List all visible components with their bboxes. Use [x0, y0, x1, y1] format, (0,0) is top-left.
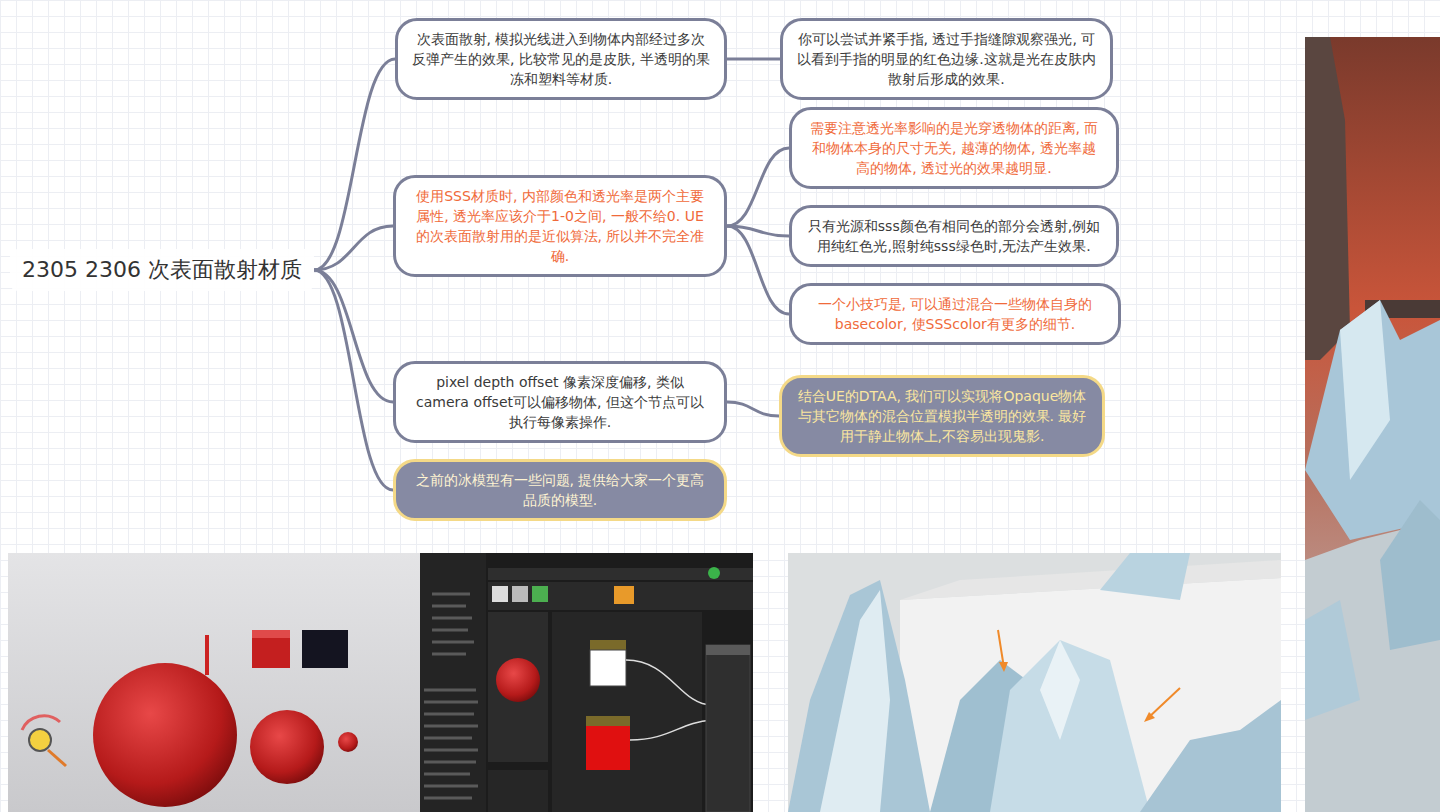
topic-text: 只有光源和sss颜色有相同色的部分会透射,例如用纯红色光,照射纯sss绿色时,无… — [806, 216, 1102, 256]
topic-box: pixel depth offset 像素深度偏移, 类似camera offs… — [393, 361, 727, 443]
ice-screenshot — [788, 553, 1281, 812]
branch-line — [314, 59, 395, 270]
topic-box: 之前的冰模型有一些问题, 提供给大家一个更高品质的模型. — [393, 459, 727, 521]
branch-line — [314, 270, 393, 490]
topic-text: 之前的冰模型有一些问题, 提供给大家一个更高品质的模型. — [410, 470, 710, 510]
ice-scene-screenshot — [1305, 37, 1440, 812]
topic-text: 2305 2306 次表面散射材质 — [22, 255, 302, 285]
topic-text: 次表面散射, 模拟光线进入到物体内部经过多次反弹产生的效果, 比较常见的是皮肤,… — [412, 29, 710, 89]
topic-box: 你可以尝试并紧手指, 透过手指缝隙观察强光, 可以看到手指的明显的红色边缘.这就… — [780, 18, 1113, 100]
branch-line — [727, 226, 789, 314]
topic-text: 需要注意透光率影响的是光穿透物体的距离, 而和物体本身的尺寸无关, 越薄的物体,… — [806, 118, 1102, 178]
topic-text: pixel depth offset 像素深度偏移, 类似camera offs… — [410, 372, 710, 432]
topic-box: 需要注意透光率影响的是光穿透物体的距离, 而和物体本身的尺寸无关, 越薄的物体,… — [789, 107, 1119, 189]
viewport-screenshot — [8, 553, 420, 812]
topic-box: 一个小技巧是, 可以通过混合一些物体自身的basecolor, 使SSScolo… — [789, 283, 1121, 345]
topic-box: 结合UE的DTAA, 我们可以实现将Opaque物体与其它物体的混合位置模拟半透… — [779, 375, 1105, 457]
topic-text: 你可以尝试并紧手指, 透过手指缝隙观察强光, 可以看到手指的明显的红色边缘.这就… — [797, 29, 1096, 89]
topic-box: 使用SSS材质时, 内部颜色和透光率是两个主要属性, 透光率应该介于1-0之间,… — [393, 175, 727, 277]
branch-line — [727, 402, 779, 416]
branch-line — [314, 226, 393, 270]
topic-text: 结合UE的DTAA, 我们可以实现将Opaque物体与其它物体的混合位置模拟半透… — [796, 386, 1088, 446]
topic-box: 只有光源和sss颜色有相同色的部分会透射,例如用纯红色光,照射纯sss绿色时,无… — [789, 205, 1119, 267]
topic-text: 一个小技巧是, 可以通过混合一些物体自身的basecolor, 使SSScolo… — [806, 294, 1104, 334]
branch-line — [727, 58, 780, 61]
topic-text: 使用SSS材质时, 内部颜色和透光率是两个主要属性, 透光率应该介于1-0之间,… — [410, 186, 710, 266]
branch-line — [727, 148, 789, 226]
editor-screenshot — [420, 553, 753, 812]
root-topic: 2305 2306 次表面散射材质 — [10, 249, 314, 291]
topic-box: 次表面散射, 模拟光线进入到物体内部经过多次反弹产生的效果, 比较常见的是皮肤,… — [395, 18, 727, 100]
